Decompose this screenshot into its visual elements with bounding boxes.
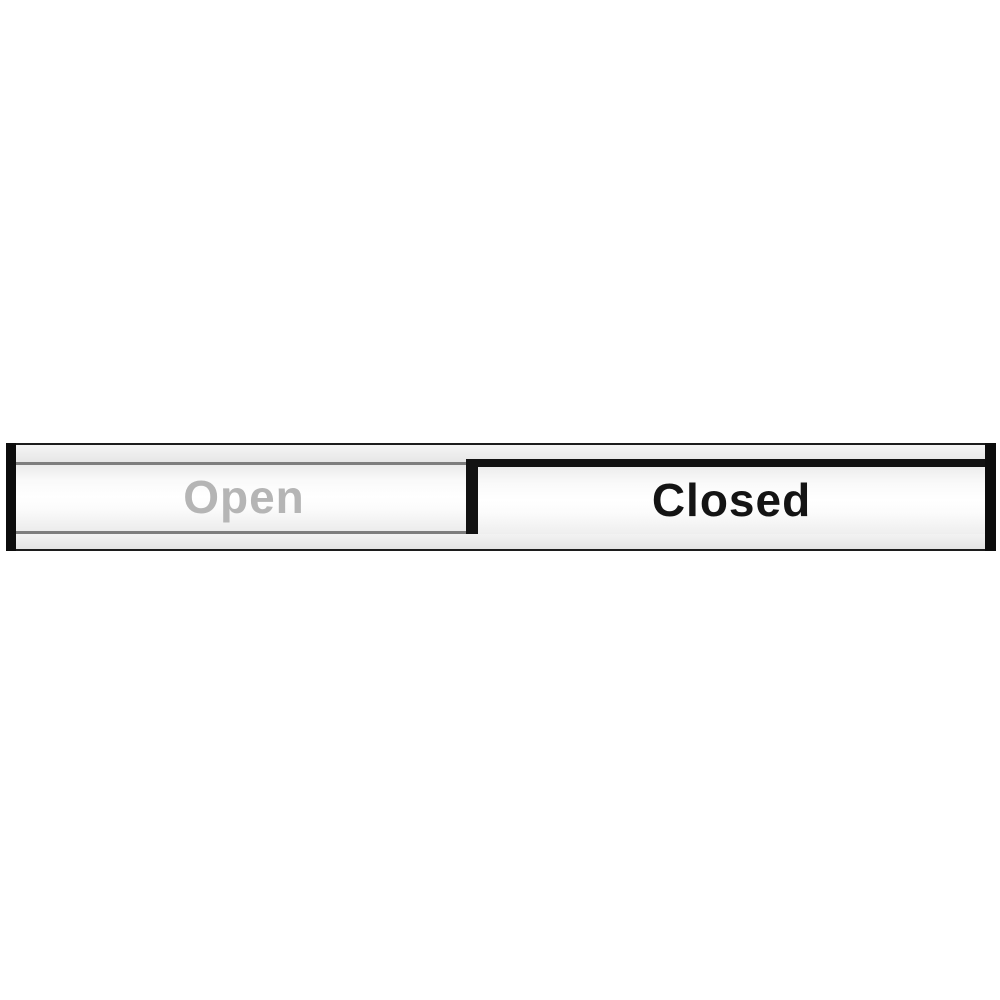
open-label: Open: [183, 471, 305, 523]
sign-bottom-rail: [16, 534, 985, 549]
sign-top-rail: [16, 445, 985, 462]
sign-top-edge: [6, 443, 996, 445]
sign-right-end-cap: [985, 443, 996, 551]
closed-label: Closed: [651, 473, 812, 526]
sign-bottom-edge: [6, 549, 996, 551]
sign-left-end-cap: [6, 443, 16, 551]
slider-track-open-section: Open: [16, 465, 472, 531]
slider-panel[interactable]: Closed: [466, 459, 985, 534]
sliding-door-sign: Open Closed: [6, 443, 996, 551]
